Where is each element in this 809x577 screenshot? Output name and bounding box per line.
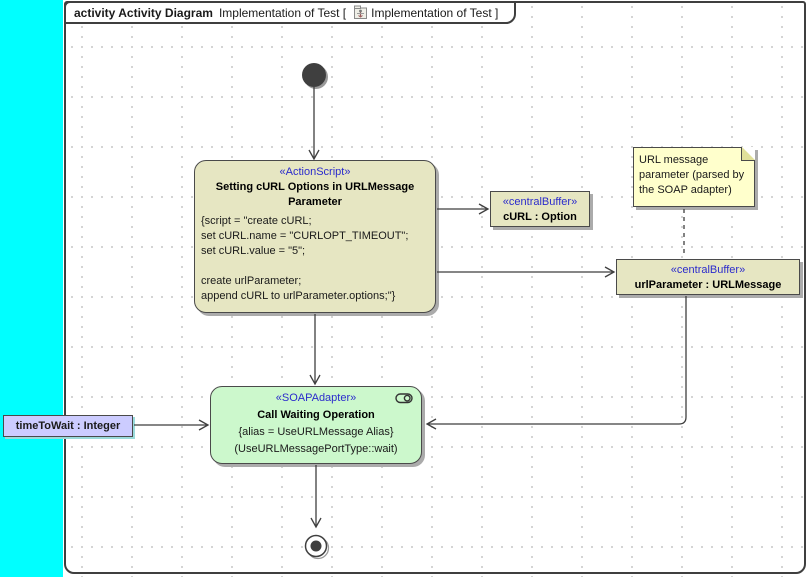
- central-buffer-curl[interactable]: «centralBuffer» cURL : Option: [490, 191, 590, 227]
- soap-alias: {alias = UseURLMessage Alias}: [238, 426, 394, 438]
- note-line: the SOAP adapter): [639, 184, 732, 196]
- note-line: URL message: [639, 154, 709, 166]
- frame-title-tab[interactable]: activity Activity Diagram Implementation…: [64, 1, 516, 24]
- script-line: set cURL.name = "CURLOPT_TIMEOUT";: [201, 230, 409, 242]
- urlparam-buffer-stereotype: «centralBuffer»: [670, 264, 746, 276]
- soap-stereotype: «SOAPAdapter»: [275, 392, 357, 404]
- frame-diagram-context: Implementation of Test ]: [371, 5, 499, 20]
- central-buffer-urlparameter[interactable]: «centralBuffer» urlParameter : URLMessag…: [616, 259, 800, 295]
- soap-adapter-call-node[interactable]: «SOAPAdapter» Call Waiting Operation {al…: [210, 386, 422, 464]
- call-operation-icon: [395, 393, 413, 404]
- soap-name: Call Waiting Operation: [257, 409, 375, 421]
- curl-buffer-name: cURL : Option: [503, 211, 577, 223]
- script-line: append cURL to urlParameter.options;"}: [201, 290, 396, 302]
- action-name-line1: Setting cURL Options in URLMessage: [215, 181, 415, 193]
- action-stereotype: «ActionScript»: [279, 166, 351, 178]
- frame-keyword: activity Activity Diagram: [74, 5, 213, 20]
- activity-parameter-timetowait[interactable]: timeToWait : Integer: [3, 415, 133, 437]
- urlparam-buffer-name: urlParameter : URLMessage: [634, 279, 782, 291]
- curl-buffer-stereotype: «centralBuffer»: [502, 196, 578, 208]
- frame-diagram-name: Implementation of Test [: [218, 5, 347, 20]
- script-line: create urlParameter;: [201, 275, 302, 287]
- script-line: [201, 259, 435, 274]
- note-line: parameter (parsed by: [639, 169, 745, 181]
- script-line: {script = "create cURL;: [201, 215, 312, 227]
- activity-diagram-icon: [354, 5, 368, 19]
- action-script-body: {script = "create cURL; set cURL.name = …: [195, 210, 435, 304]
- action-name-line2: Parameter: [288, 196, 342, 208]
- comment-note[interactable]: URL message parameter (parsed by the SOA…: [633, 147, 755, 207]
- script-line: set cURL.value = "5";: [201, 245, 306, 257]
- action-node-setting-curl-options[interactable]: «ActionScript» Setting cURL Options in U…: [194, 160, 436, 313]
- soap-operation: (UseURLMessagePortType::wait): [234, 443, 398, 455]
